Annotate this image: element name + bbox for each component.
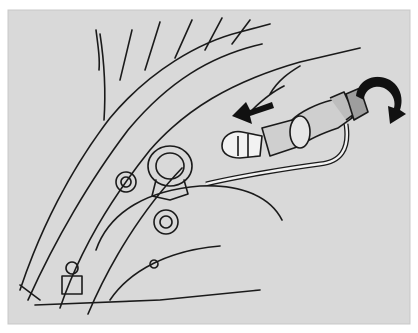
bulb (222, 132, 262, 158)
illustration-panel (8, 10, 410, 324)
